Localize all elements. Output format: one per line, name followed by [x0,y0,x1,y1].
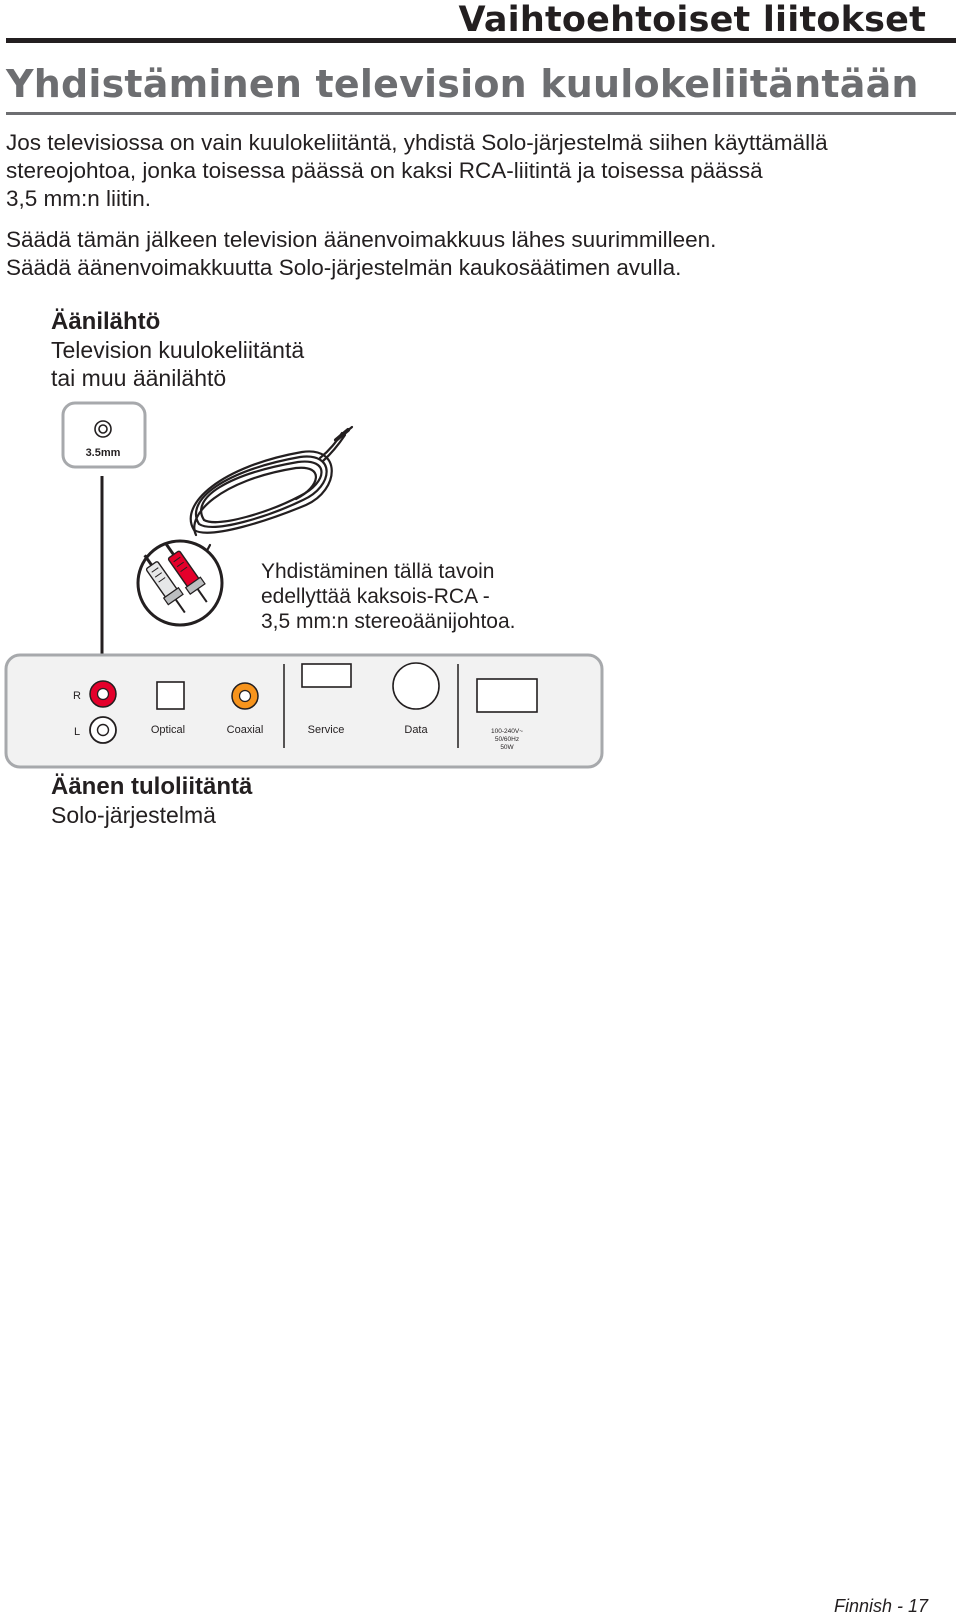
power-line-2: 50/60Hz [495,736,519,743]
intro-line-3: 3,5 mm:n liitin. [6,186,152,211]
l-label: L [74,726,80,738]
source-title: Äänilähtö [51,308,161,335]
volume-paragraph: Säädä tämän jälkeen television äänenvoim… [6,226,956,282]
coiled-cable [189,425,354,567]
service-label: Service [308,724,345,736]
volume-line-2: Säädä äänenvoimakkuutta Solo-järjestelmä… [6,255,682,280]
intro-line-2: stereojohtoa, jonka toisessa päässä on k… [6,158,763,183]
cable-note: Yhdistäminen tällä tavoin edellyttää kak… [261,559,515,634]
destination-title: Äänen tuloliitäntä [51,773,253,800]
optical-port [156,681,185,710]
page-heading: Yhdistäminen television kuulokeliitäntää… [6,62,919,106]
optical-label: Optical [151,724,185,736]
cable-note-line-3: 3,5 mm:n stereoäänijohtoa. [261,610,516,633]
connection-diagram: 3.5mm [4,401,604,769]
volume-line-1: Säädä tämän jälkeen television äänenvoim… [6,227,717,252]
coaxial-label: Coaxial [227,724,264,736]
cable-note-line-2: edellyttää kaksois-RCA - [261,585,490,608]
source-line-1: Television kuulokeliitäntä [51,337,305,363]
data-label: Data [404,724,428,736]
intro-line-1: Jos televisiossa on vain kuulokeliitäntä… [6,130,828,155]
data-port [392,662,440,710]
power-line-3: 50W [500,744,514,751]
destination-subtitle: Solo-järjestelmä [51,802,216,828]
intro-paragraph: Jos televisiossa on vain kuulokeliitäntä… [6,129,956,213]
header-rule [6,38,956,43]
r-label: R [73,690,81,702]
cable-note-line-1: Yhdistäminen tällä tavoin [261,560,495,583]
source-line-2: tai muu äänilähtö [51,365,227,391]
page-footer: Finnish - 17 [833,1596,928,1616]
solo-rear-panel: R L Optical Coaxial Service Data 100-240… [4,653,604,769]
power-line-1: 100-240V~ [491,728,523,735]
heading-rule [6,112,956,115]
power-port [476,678,538,713]
service-port [301,663,352,688]
rca-plugs [136,539,224,627]
headphone-jack: 3.5mm [61,401,147,469]
section-title: Vaihtoehtoiset liitokset [458,0,926,40]
jack-label: 3.5mm [86,447,121,459]
